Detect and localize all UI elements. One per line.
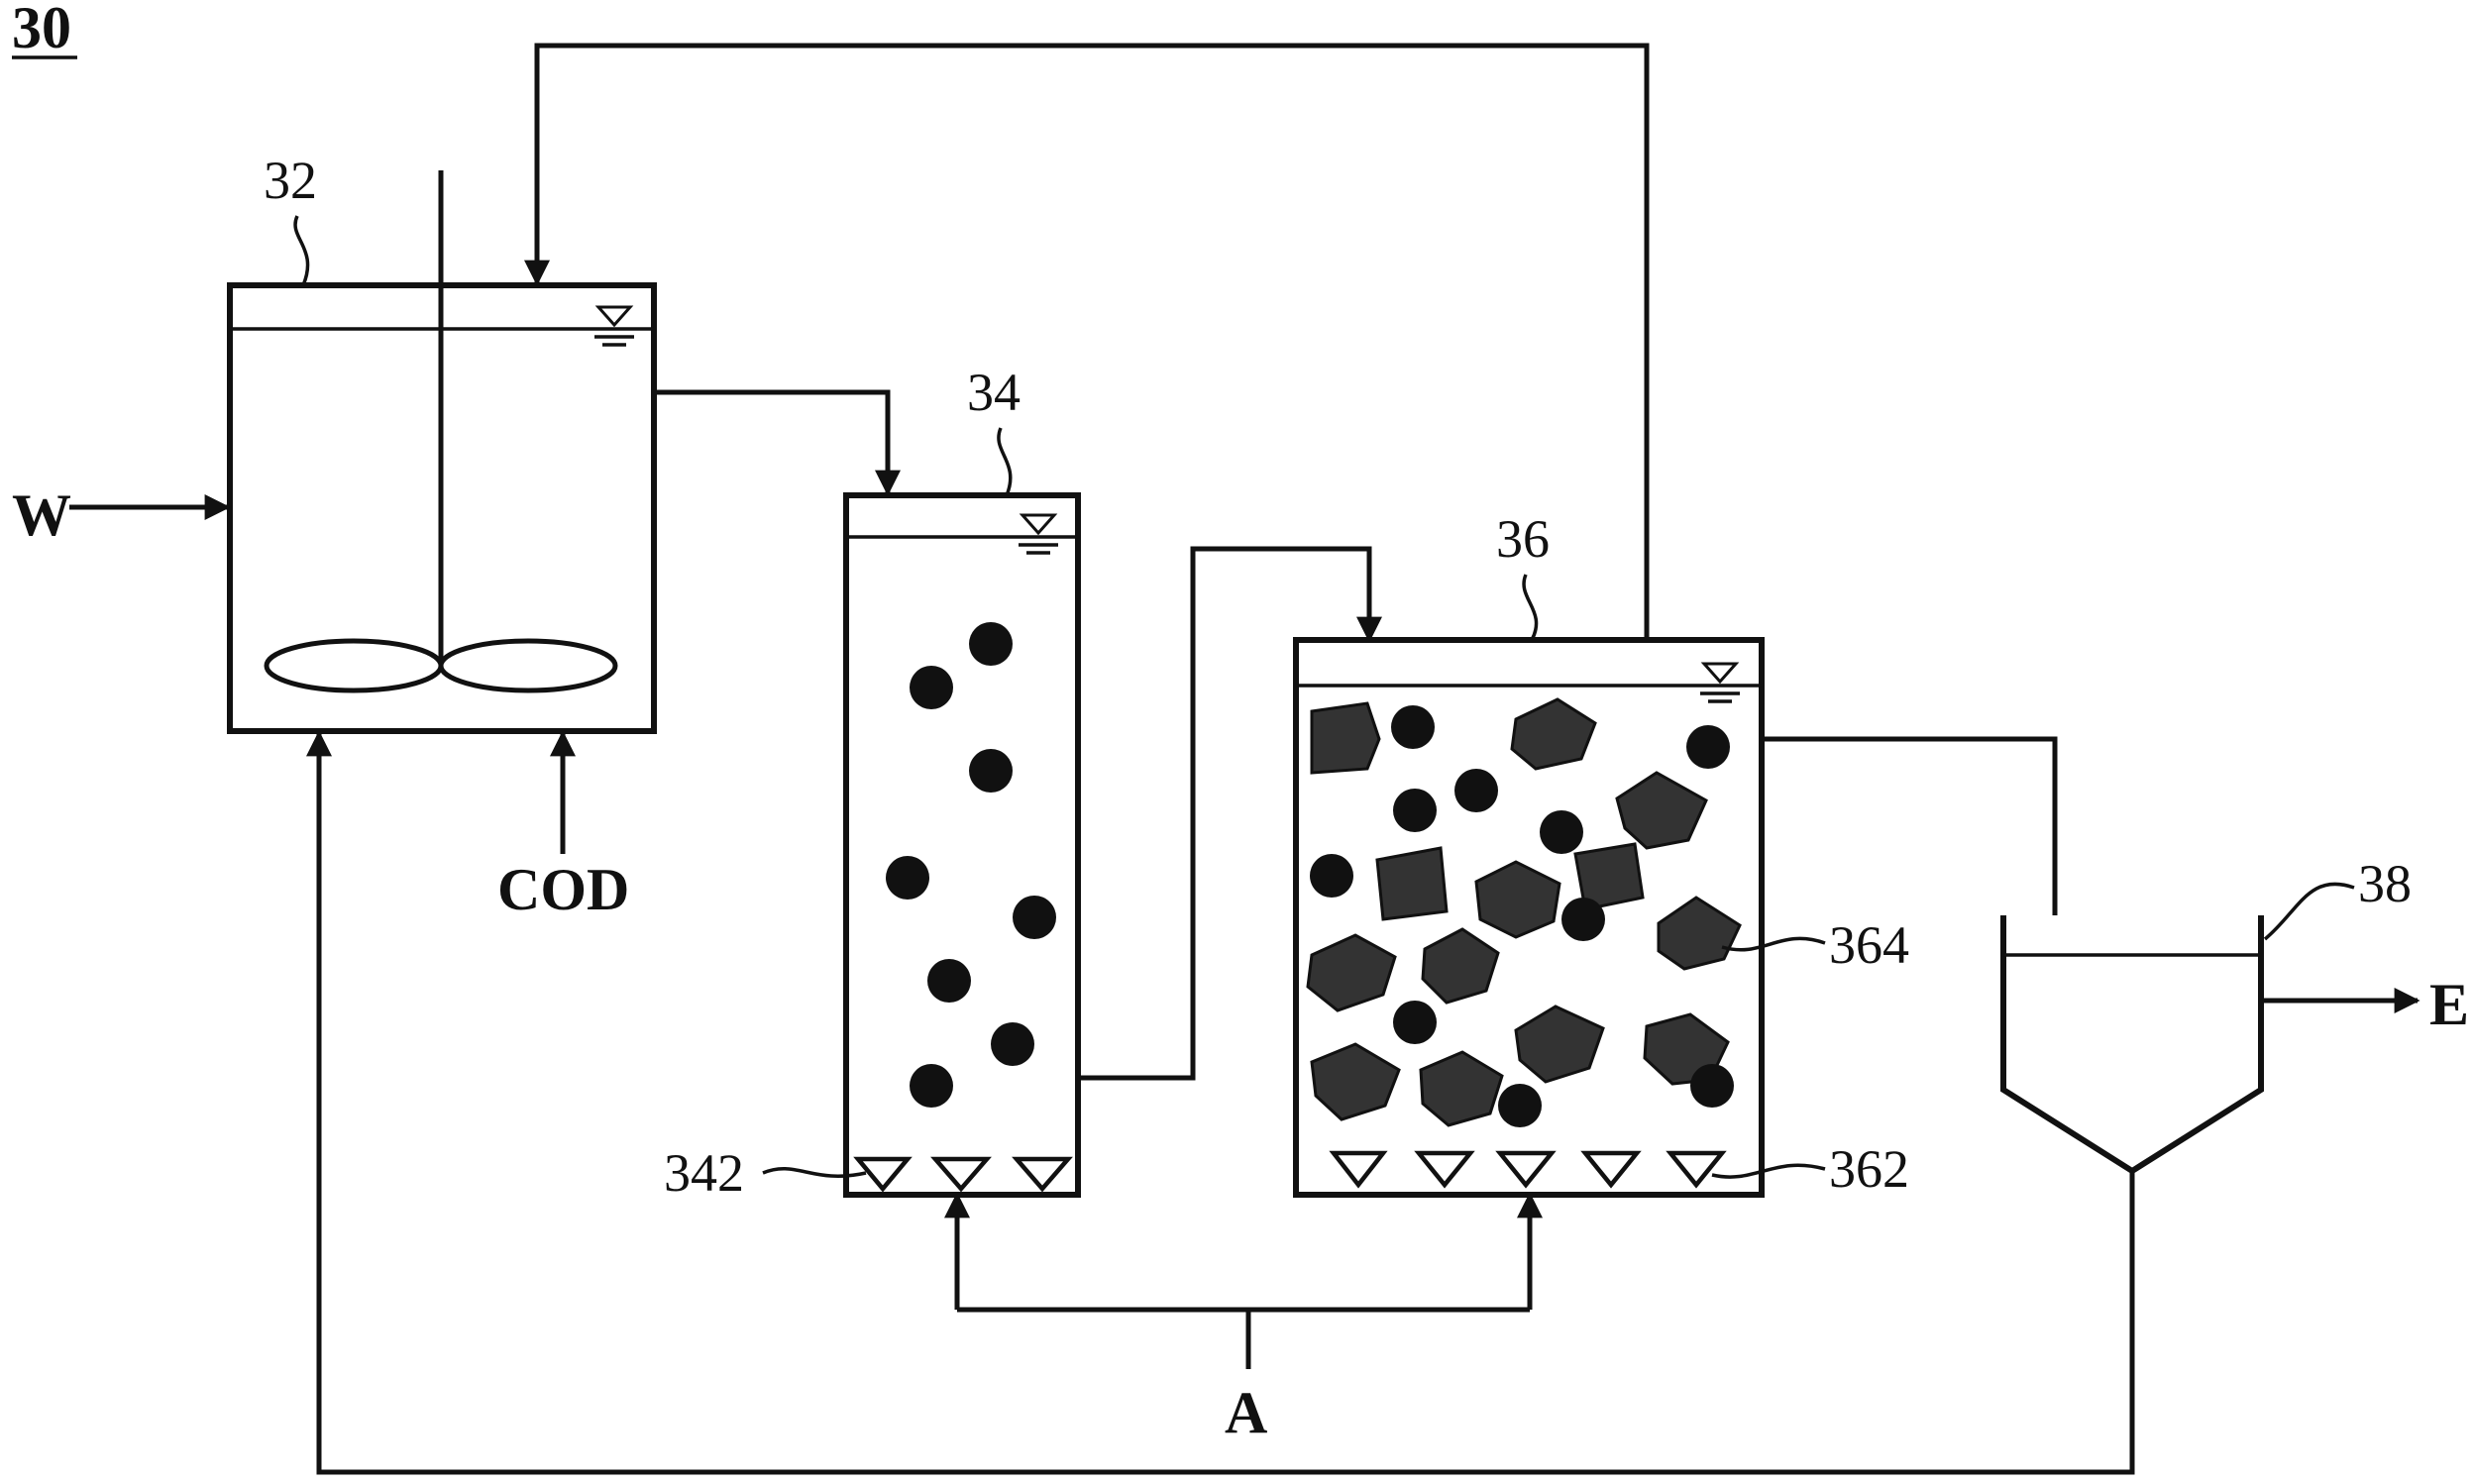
sludge-return-38-to-32 [306,730,2135,1475]
agitator-icon [264,170,618,693]
leader-342 [762,1167,867,1178]
leader-364 [1721,936,1826,952]
mixing-tank-32 [227,170,657,734]
second-bioreactor-36 [1293,637,1765,1198]
figure-number: 30 [12,0,71,60]
water-level-icon [1019,513,1058,555]
label-364: 364 [1829,915,1909,975]
air-supply-lines [944,1192,1543,1369]
air-diffuser-342 [853,1156,1073,1193]
label-A: A [1225,1380,1267,1445]
label-E: E [2429,972,2469,1037]
label-362: 362 [1829,1139,1909,1199]
flow-32-to-34 [654,389,901,496]
leader-38 [2263,882,2355,941]
water-level-icon [1700,662,1740,703]
recycle-line-36-to-32 [524,43,1650,638]
label-W: W [12,482,71,548]
carrier-media-blocks [1306,697,1742,1127]
label-32: 32 [264,151,317,210]
label-34: 34 [967,363,1021,422]
flow-36-to-38 [1762,736,2068,948]
label-COD: COD [497,857,629,922]
suspended-sludge-dots [1310,705,1734,1127]
first-bioreactor-34 [843,492,1081,1198]
flow-34-to-36 [1078,546,1382,1081]
leader-36 [1522,574,1539,641]
air-diffuser-362 [1329,1150,1727,1189]
label-38: 38 [2358,854,2412,913]
water-level-icon [594,305,634,347]
leader-34 [997,427,1013,496]
label-342: 342 [664,1143,744,1203]
leader-362 [1711,1163,1826,1179]
leader-32 [293,215,310,286]
label-36: 36 [1496,509,1550,569]
suspended-sludge-dots [886,622,1056,1108]
settling-tank-38 [2000,915,2264,1175]
